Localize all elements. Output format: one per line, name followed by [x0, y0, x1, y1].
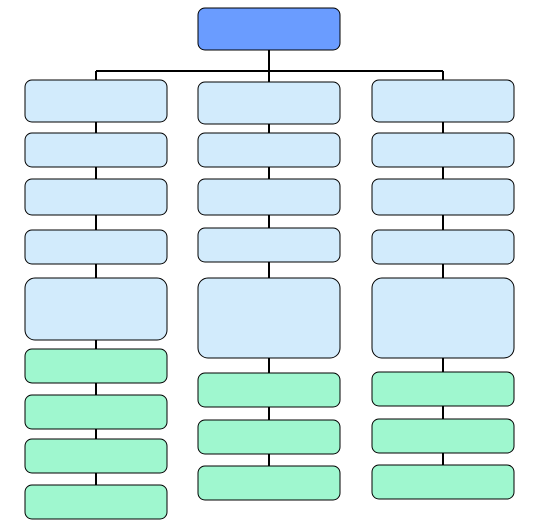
column-3-node-1	[371, 79, 515, 123]
column-2-node-4	[197, 227, 341, 263]
column-1-node-4	[24, 229, 168, 265]
root-node	[197, 7, 341, 51]
column-2-node-1	[197, 81, 341, 125]
column-1-node-2	[24, 132, 168, 168]
column-1-node-6	[24, 348, 168, 384]
column-2-node-3	[197, 178, 341, 216]
column-3-node-6	[371, 371, 515, 407]
column-3-node-2	[371, 132, 515, 168]
column-1-node-1	[24, 79, 168, 123]
column-1-node-3	[24, 178, 168, 216]
column-2-node-2	[197, 132, 341, 168]
column-3-node-5	[371, 277, 515, 359]
column-3-node-8	[371, 464, 515, 500]
column-1-node-5	[24, 277, 168, 341]
column-3-node-3	[371, 178, 515, 216]
column-2-node-7	[197, 419, 341, 455]
column-2-node-6	[197, 372, 341, 408]
column-1-node-9	[24, 484, 168, 520]
column-3-node-4	[371, 229, 515, 265]
column-2-node-5	[197, 277, 341, 359]
column-2-node-8	[197, 465, 341, 501]
column-3-node-7	[371, 418, 515, 454]
column-1-node-7	[24, 394, 168, 430]
column-1-node-8	[24, 438, 168, 474]
